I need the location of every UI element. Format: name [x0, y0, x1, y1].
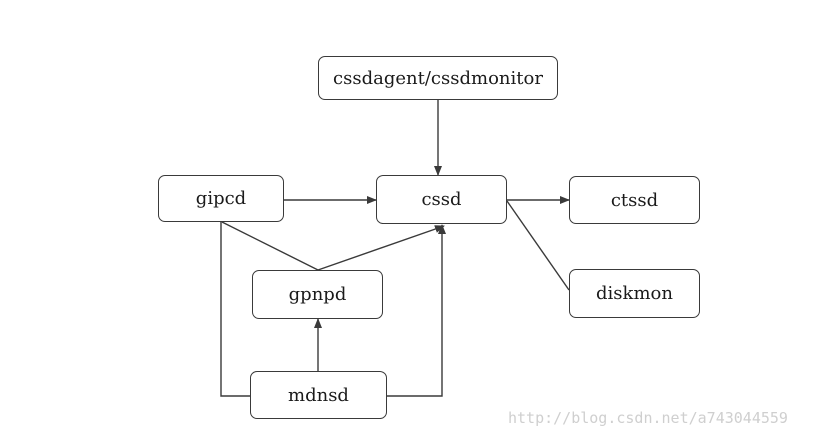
node-gipcd: gipcd: [158, 175, 284, 222]
node-mdnsd: mdnsd: [250, 371, 387, 419]
node-gpnpd: gpnpd: [252, 270, 383, 319]
edge-mdnsd-to-gipcd: [220, 222, 250, 397]
node-cssdagent-cssdmonitor: cssdagent/cssdmonitor: [318, 56, 558, 100]
node-cssd: cssd: [376, 175, 507, 224]
watermark-url: http://blog.csdn.net/a743044559: [508, 409, 788, 427]
edge-gpnpd-to-cssd: [317, 225, 445, 271]
node-diskmon: diskmon: [569, 269, 700, 318]
edge-gipcd-to-gpnpd: [221, 221, 319, 271]
edge-cssd-to-diskmon: [506, 200, 570, 291]
edge-mdnsd-to-cssd: [387, 224, 446, 397]
node-ctssd: ctssd: [569, 176, 700, 224]
